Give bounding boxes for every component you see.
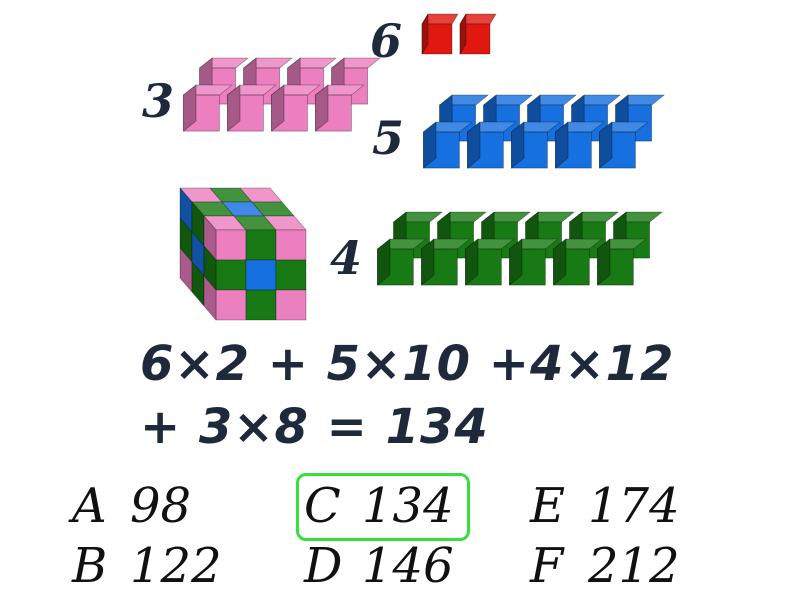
cube-side-face bbox=[203, 275, 217, 321]
cube-side-face bbox=[597, 238, 611, 286]
cube-front-face bbox=[245, 259, 277, 291]
option-letter: F bbox=[530, 538, 564, 594]
cube-front-face bbox=[245, 289, 277, 321]
option-value: 134 bbox=[362, 478, 454, 534]
cube-front-face bbox=[275, 259, 307, 291]
cube-side-face bbox=[182, 84, 197, 132]
equation-line-1: 6×2 + 5×10 +4×12 bbox=[140, 336, 675, 392]
cube-side-face bbox=[420, 238, 435, 286]
cube-side-face bbox=[553, 238, 567, 286]
cube-side-face bbox=[466, 121, 481, 169]
cube-front-face bbox=[215, 259, 247, 291]
assembled-3x3-cube bbox=[179, 187, 307, 321]
cube-front-face bbox=[245, 229, 277, 261]
cube-side-face bbox=[314, 84, 329, 132]
cube-side-face bbox=[376, 238, 391, 286]
label-green-group: 4 bbox=[330, 231, 363, 285]
label-red-group: 6 bbox=[370, 14, 403, 68]
option-value: 174 bbox=[588, 478, 680, 534]
cube-side-face bbox=[270, 84, 285, 132]
cube-side-face bbox=[599, 121, 613, 169]
equation-line-2: + 3×8 = 134 bbox=[140, 399, 489, 455]
correct-answer-highlight bbox=[296, 473, 470, 541]
green-cube-piece bbox=[376, 211, 663, 286]
cube-side-face bbox=[508, 238, 523, 286]
cube-front-face bbox=[215, 229, 247, 261]
cube-side-face bbox=[464, 238, 479, 286]
cube-front-face bbox=[275, 289, 307, 321]
label-blue-group: 5 bbox=[372, 111, 405, 165]
option-value: 146 bbox=[362, 538, 454, 594]
red-cube-piece bbox=[421, 13, 497, 55]
blue-cube-piece bbox=[422, 94, 665, 169]
option-letter: A bbox=[72, 478, 107, 534]
pink-cube-piece bbox=[182, 57, 381, 132]
cube-side-face bbox=[226, 84, 241, 132]
option-letter: B bbox=[72, 538, 108, 594]
cube-side-face bbox=[459, 13, 467, 55]
label-pink-group: 3 bbox=[142, 74, 175, 128]
option-letter: E bbox=[530, 478, 566, 534]
option-letter: C bbox=[304, 478, 341, 534]
cube-side-face bbox=[510, 121, 525, 169]
option-value: 98 bbox=[130, 478, 192, 534]
option-value: 122 bbox=[130, 538, 222, 594]
cube-front-face bbox=[275, 229, 307, 261]
cube-side-face bbox=[422, 121, 437, 169]
cube-front-face bbox=[215, 289, 247, 321]
option-value: 212 bbox=[588, 538, 680, 594]
cube-side-face bbox=[555, 121, 569, 169]
option-letter: D bbox=[304, 538, 343, 594]
cube-side-face bbox=[421, 13, 429, 55]
